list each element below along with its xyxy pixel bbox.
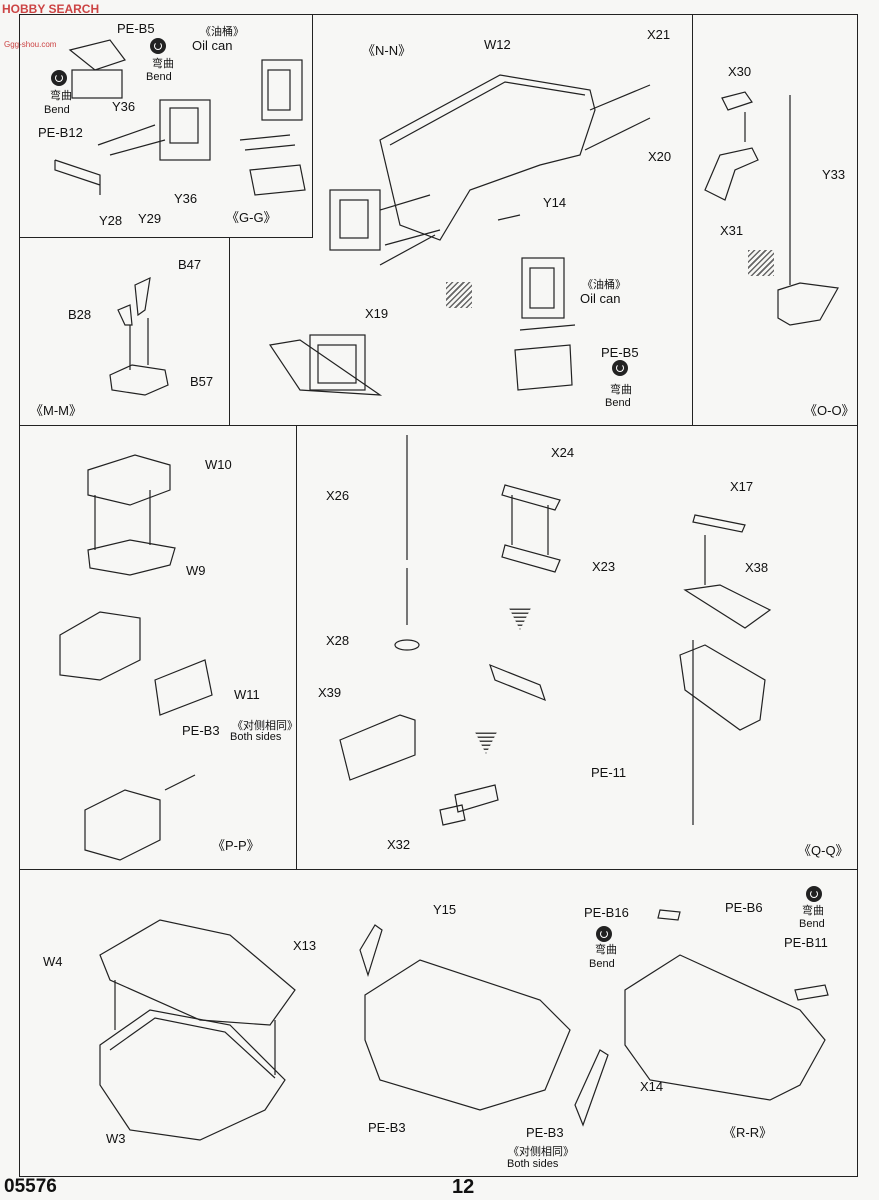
part-label: X13 [293, 938, 317, 953]
bend-label-cn: 弯曲 [50, 90, 72, 102]
bend-label-en: Bend [799, 918, 825, 930]
part-label: W12 [484, 37, 511, 52]
part-label: Y33 [822, 167, 846, 182]
part-label: Y15 [433, 902, 457, 917]
oilcan-label-cn: 《油桶》 [582, 279, 626, 291]
section-title: 《G-G》 [226, 210, 277, 225]
panel-rr [19, 869, 858, 1177]
part-label: X31 [720, 223, 744, 238]
part-label: X24 [551, 445, 575, 460]
part-label: PE-B5 [117, 21, 155, 36]
watermark: HOBBY SEARCH [2, 2, 100, 16]
bend-label-en: Bend [605, 397, 631, 409]
part-label: W3 [106, 1131, 126, 1146]
part-label: W4 [43, 954, 63, 969]
part-label: Y29 [138, 211, 162, 226]
mm-drawing [109, 276, 169, 396]
part-label: X19 [365, 306, 389, 321]
part-label: Y36 [112, 99, 136, 114]
rr-drawing [99, 909, 829, 1141]
part-label: X26 [326, 488, 350, 503]
qq-drawing [339, 435, 772, 826]
bend-icon [51, 70, 67, 86]
part-label: PE-B11 [784, 935, 828, 950]
both-sides-en: Both sides [507, 1158, 559, 1170]
part-label: X39 [318, 685, 342, 700]
both-sides-en: Both sides [230, 731, 282, 743]
bend-label-en: Bend [44, 104, 70, 116]
bend-label-cn: 弯曲 [802, 905, 824, 917]
kit-code: 05576 [4, 1176, 57, 1197]
part-label: X21 [647, 27, 671, 42]
part-label: PE-B12 [38, 125, 83, 140]
part-label: B28 [68, 307, 92, 322]
bend-icon [612, 360, 628, 376]
section-title: 《R-R》 [723, 1125, 773, 1140]
part-label: X14 [640, 1079, 664, 1094]
part-label: X30 [728, 64, 752, 79]
section-title: 《M-M》 [30, 403, 82, 418]
bend-label-cn: 弯曲 [595, 944, 617, 956]
pp-drawing [59, 454, 213, 861]
gg-drawing [54, 39, 306, 196]
section-title: 《Q-Q》 [798, 843, 849, 858]
both-sides-cn: 《对侧相同》 [232, 720, 298, 732]
part-label: B47 [178, 257, 202, 272]
part-label: PE-B6 [725, 900, 763, 915]
part-label: X32 [387, 837, 411, 852]
part-label: X38 [745, 560, 769, 575]
bend-icon [596, 926, 612, 942]
hatch-marker [748, 250, 774, 276]
oilcan-label-cn: 《油桶》 [200, 26, 244, 38]
section-title: 《P-P》 [212, 838, 260, 853]
part-label: X23 [592, 559, 616, 574]
part-label: Y36 [174, 191, 198, 206]
part-label: PE-B3 [368, 1120, 406, 1135]
nn-drawing [268, 74, 651, 396]
hatch-marker [446, 282, 472, 308]
bend-label-en: Bend [146, 71, 172, 83]
part-label: PE-B16 [584, 905, 629, 920]
part-label: PE-B3 [182, 723, 220, 738]
section-title: 《N-N》 [362, 43, 412, 58]
page-number: 12 [452, 1176, 475, 1198]
part-label: Y14 [543, 195, 567, 210]
part-label: W9 [186, 563, 206, 578]
bend-label-cn: 弯曲 [610, 384, 632, 396]
section-title: 《O-O》 [804, 403, 855, 418]
part-label: B57 [190, 374, 214, 389]
bend-label-en: Bend [589, 958, 615, 970]
part-label: W11 [234, 687, 260, 702]
oilcan-label-en: Oil can [580, 291, 621, 306]
oilcan-label-en: Oil can [192, 38, 233, 53]
part-label: PE-11 [591, 765, 627, 780]
bend-icon [150, 38, 166, 54]
part-label: PE-B3 [526, 1125, 564, 1140]
part-label: X17 [730, 479, 754, 494]
both-sides-cn: 《对侧相同》 [508, 1146, 574, 1158]
bend-label-cn: 弯曲 [152, 58, 174, 70]
part-label: PE-B5 [601, 345, 639, 360]
part-label: W10 [205, 457, 232, 472]
watermark-site: Ggg-shou.com [4, 40, 57, 49]
part-label: X20 [648, 149, 672, 164]
part-label: X28 [326, 633, 350, 648]
bend-icon [806, 886, 822, 902]
oo-drawing [704, 91, 839, 326]
part-label: Y28 [99, 213, 123, 228]
